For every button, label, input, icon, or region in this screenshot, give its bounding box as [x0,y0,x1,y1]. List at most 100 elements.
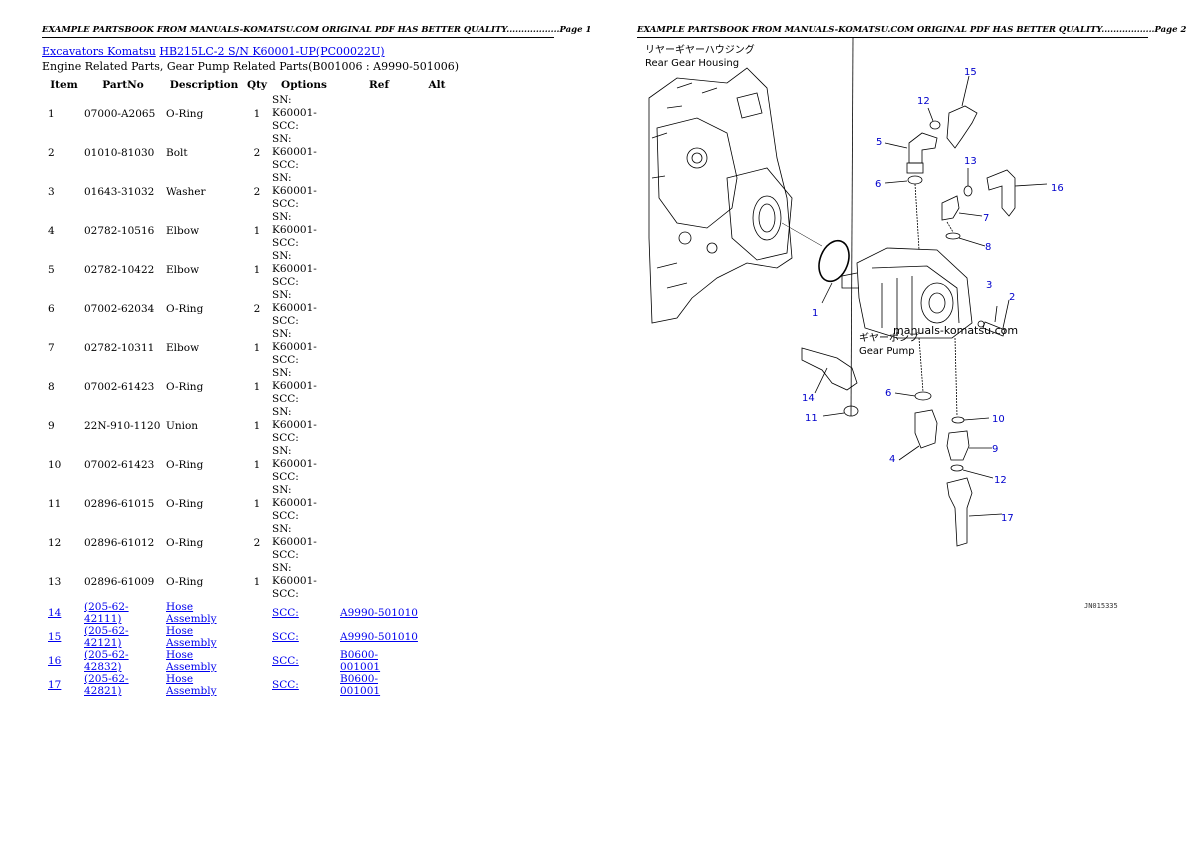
cell-alt [420,484,454,523]
callout-7: 7 [983,213,989,224]
link-ref[interactable]: B0600-001001 [340,649,381,673]
table-row-link: 15 (205-62-42121) Hose Assembly SCC: A9990-5… [42,625,454,649]
callout-8: 8 [985,242,991,253]
cell-link-options: SCC: [270,673,338,697]
cell-alt [420,94,454,133]
cell-item: 2 [48,146,55,159]
cell-ref [338,289,420,328]
cell-link-ref: B0600-001001 [338,673,420,697]
callout-14: 14 [802,393,815,404]
cell-alt [420,562,454,601]
drawing-code: JN015335 [1084,602,1118,610]
table-row-link: 14 (205-62-42111) Hose Assembly SCC: A9990-5… [42,601,454,625]
callout-11: 11 [805,413,818,424]
option-serial: SN: K60001- [272,367,317,392]
option-scc: SCC: [272,237,299,249]
cell-item: 7 [48,341,55,354]
breadcrumb: Excavators Komatsu HB215LC-2 S/N K60001-… [42,45,385,58]
cell-alt [420,211,454,250]
cell-options: SN: K60001-SCC: [270,172,338,211]
link-options[interactable]: SCC: [272,654,299,667]
cell-item: 4 [48,224,55,237]
cell-description: Union [166,419,199,432]
cell-ref [338,523,420,562]
cell-description: O-Ring [166,536,204,549]
link-partno[interactable]: (205-62-42821) [84,673,129,697]
cell-partno: 02782-10516 [84,224,155,237]
cell-qty [244,601,270,625]
cell-item: 12 [48,536,62,549]
breadcrumb-link-category[interactable]: Excavators Komatsu [42,45,156,58]
callout-16: 16 [1051,183,1064,194]
link-ref[interactable]: A9990-501010 [340,631,418,643]
link-description[interactable]: Hose Assembly [166,625,217,649]
cell-link-description: Hose Assembly [164,625,244,649]
callout-6-lower: 6 [885,388,891,399]
label-gear-pump-jp: ギヤーポンプ [859,332,919,344]
link-ref[interactable]: A9990-501010 [340,607,418,619]
callout-1: 1 [812,308,818,319]
cell-partno: 02782-10422 [84,263,155,276]
callout-6: 6 [875,179,881,190]
cell-ref [338,328,420,367]
cell-alt [420,250,454,289]
cell-options: SN: K60001-SCC: [270,211,338,250]
link-partno[interactable]: (205-62-42121) [84,625,129,649]
link-description[interactable]: Hose Assembly [166,673,217,697]
cell-link-partno: (205-62-42821) [82,673,164,697]
cell-partno: 02896-61012 [84,536,155,549]
link-options[interactable]: SCC: [272,630,299,643]
cell-link-options: SCC: [270,649,338,673]
link-options[interactable]: SCC: [272,606,299,619]
cell-description: O-Ring [166,458,204,471]
link-partno[interactable]: (205-62-42111) [84,601,129,625]
cell-partno: 02896-61015 [84,497,155,510]
link-item[interactable]: 15 [48,631,62,643]
cell-partno: 07002-61423 [84,458,155,471]
cell-link-options: SCC: [270,601,338,625]
cell-options: SN: K60001-SCC: [270,484,338,523]
cell-alt [420,523,454,562]
cell-ref [338,172,420,211]
cell-options: SN: K60001-SCC: [270,367,338,406]
cell-partno: 01643-31032 [84,185,155,198]
cell-item: 10 [48,458,62,471]
label-gear-pump-en: Gear Pump [859,346,915,357]
link-ref[interactable]: B0600-001001 [340,673,381,697]
cell-alt [420,673,454,697]
col-header-item: Item [50,79,78,91]
cell-item: 3 [48,185,55,198]
callout-5: 5 [876,137,882,148]
col-header-qty: Qty [246,79,268,91]
option-serial: SN: K60001- [272,406,317,431]
link-item[interactable]: 14 [48,607,62,619]
link-options[interactable]: SCC: [272,678,299,691]
option-serial: SN: K60001- [272,523,317,548]
cell-ref [338,133,420,172]
link-description[interactable]: Hose Assembly [166,601,217,625]
cell-alt [420,289,454,328]
breadcrumb-link-model[interactable]: HB215LC-2 S/N K60001-UP(PC00022U) [159,45,385,58]
option-serial: SN: K60001- [272,250,317,275]
link-partno[interactable]: (205-62-42832) [84,649,129,673]
cell-ref [338,211,420,250]
cell-options: SN: K60001-SCC: [270,406,338,445]
cell-item: 9 [48,419,55,432]
link-description[interactable]: Hose Assembly [166,649,217,673]
table-row-link: 17 (205-62-42821) Hose Assembly SCC: B0600-0… [42,673,454,697]
cell-alt [420,601,454,625]
option-scc: SCC: [272,549,299,561]
option-serial: SN: K60001- [272,328,317,353]
cell-description: Elbow [166,263,200,276]
option-serial: SN: K60001- [272,94,317,119]
cell-link-description: Hose Assembly [164,673,244,697]
option-scc: SCC: [272,393,299,405]
callout-10: 10 [992,414,1005,425]
link-item[interactable]: 16 [48,655,62,667]
cell-options: SN: K60001-SCC: [270,445,338,484]
link-item[interactable]: 17 [48,679,62,691]
